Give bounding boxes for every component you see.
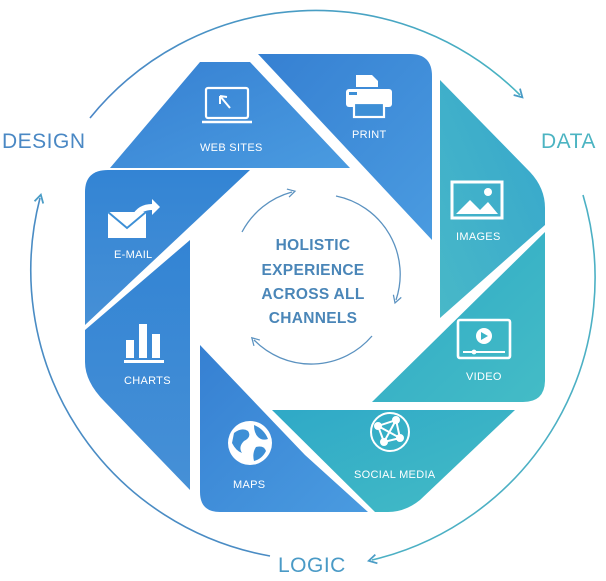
outer-arrow-top	[89, 9, 524, 119]
segment-video	[372, 232, 545, 402]
inner-arrow-top	[241, 188, 297, 233]
segment-maps	[200, 345, 368, 512]
monitor-icon	[202, 86, 252, 124]
center-line-1: HOLISTIC	[276, 237, 351, 254]
bar-chart-icon	[124, 324, 164, 363]
globe-icon	[228, 421, 272, 465]
design-label: DESIGN	[2, 130, 86, 153]
segment-images	[440, 80, 545, 318]
segment-social-media	[272, 410, 515, 512]
outer-ring	[30, 9, 596, 565]
label-email: E-MAIL	[114, 249, 152, 261]
segments	[85, 54, 545, 512]
picture-icon	[450, 180, 504, 220]
segment-charts	[85, 240, 190, 490]
label-maps: MAPS	[233, 479, 265, 491]
network-globe-icon	[370, 412, 410, 452]
data-label: DATA	[541, 130, 596, 153]
outer-arrow-right	[366, 194, 596, 565]
label-images: IMAGES	[456, 231, 501, 243]
segment-web-sites	[110, 62, 350, 168]
outer-arrow-left	[30, 192, 271, 557]
inner-arrow-bottom	[250, 335, 373, 365]
segment-email	[85, 170, 250, 325]
printer-icon	[346, 75, 392, 119]
center-line-2: EXPERIENCE	[262, 262, 365, 279]
logic-label: LOGIC	[278, 554, 346, 577]
center-line-4: CHANNELS	[269, 310, 358, 327]
label-web-sites: WEB SITES	[200, 142, 263, 154]
video-player-icon	[456, 318, 512, 360]
label-print: PRINT	[352, 129, 387, 141]
inner-arrow-right	[335, 195, 402, 305]
envelope-icon	[107, 199, 160, 238]
inner-cycle-arrows	[241, 188, 402, 365]
center-line-3: ACROSS ALL	[261, 286, 364, 303]
label-charts: CHARTS	[124, 375, 171, 387]
label-social-media: SOCIAL MEDIA	[354, 469, 436, 481]
center-caption: HOLISTIC EXPERIENCE ACROSS ALL CHANNELS	[261, 237, 364, 327]
label-video: VIDEO	[466, 371, 502, 383]
